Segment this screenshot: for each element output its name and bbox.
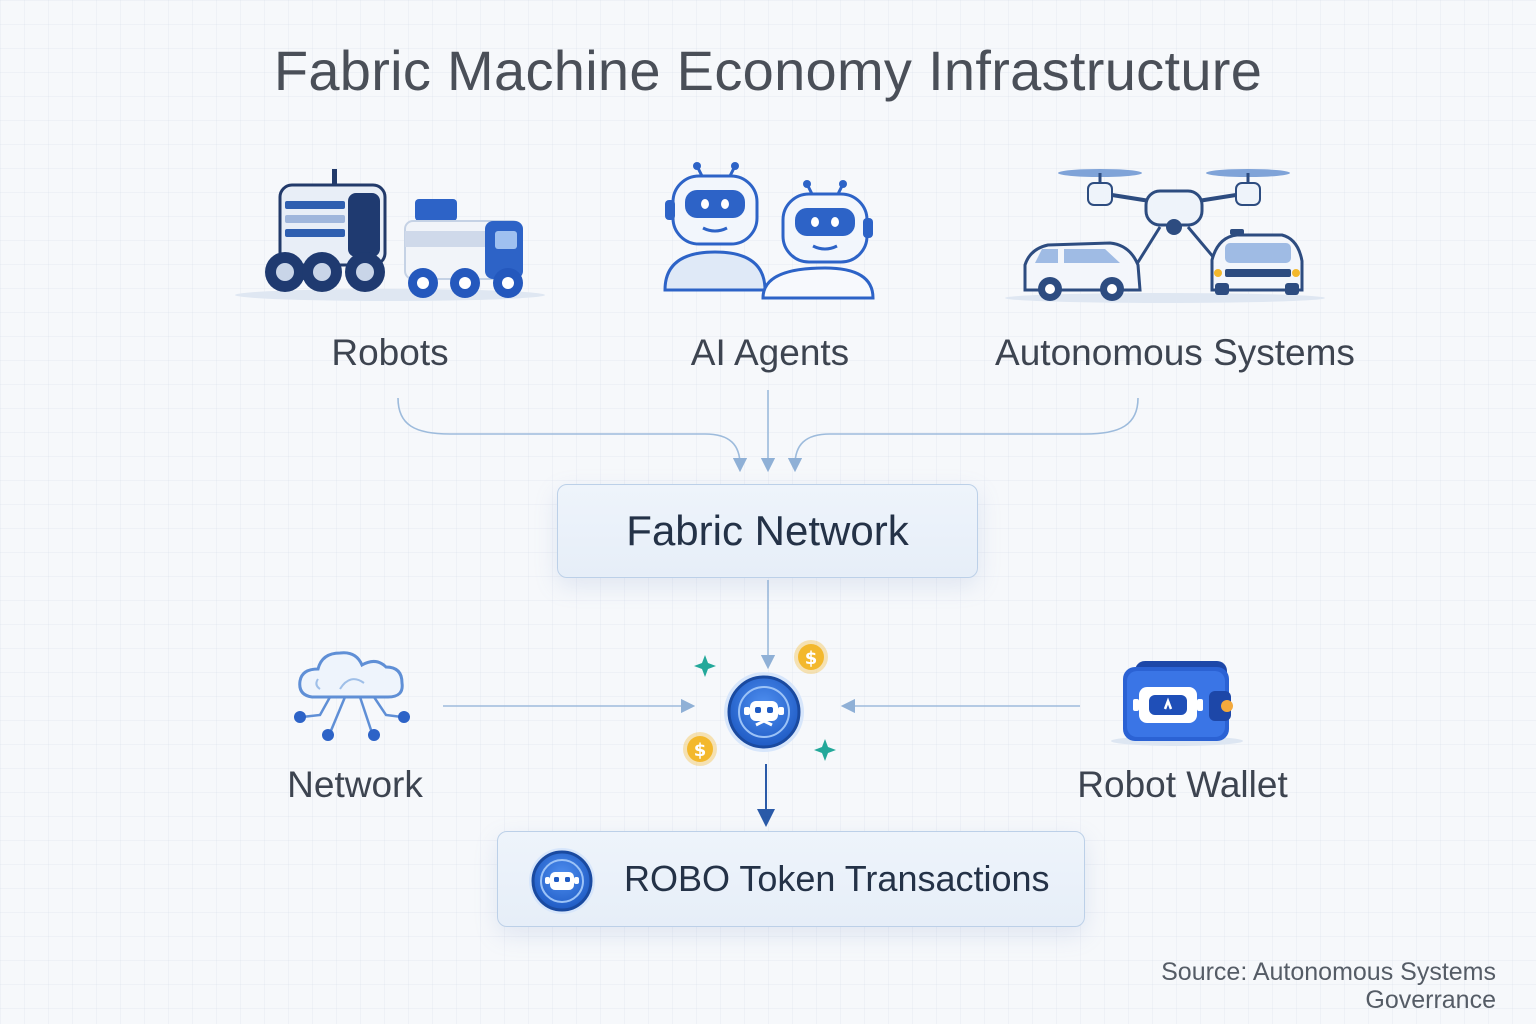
svg-text:$: $	[805, 648, 818, 669]
robo-transactions-box: ROBO Token Transactions	[497, 831, 1085, 927]
robot-wallet-label: Robot Wallet	[1077, 764, 1288, 805]
robo-token-icon	[528, 847, 596, 915]
drone-and-cars-icon	[1000, 165, 1330, 305]
robo-transactions-label: ROBO Token Transactions	[624, 858, 1050, 899]
category-label-autonomous: Autonomous Systems	[995, 332, 1355, 373]
source-note: Source: Autonomous Systems Goverrance	[1076, 958, 1496, 1014]
category-label-robots: Robots	[331, 332, 449, 373]
sparkle-icon	[694, 655, 716, 677]
ai-agents-icon	[655, 160, 880, 305]
coin-icon: $	[683, 732, 717, 766]
wallet-icon	[1105, 655, 1250, 750]
fabric-network-box: Fabric Network	[557, 484, 978, 578]
center-hub: $ $	[680, 635, 850, 775]
source-line-2: Goverrance	[1365, 986, 1496, 1014]
page-title: Fabric Machine Economy Infrastructure	[273, 39, 1263, 102]
network-label: Network	[287, 764, 423, 805]
source-line-1: Source: Autonomous Systems	[1161, 958, 1496, 986]
coin-icon: $	[794, 640, 828, 674]
category-label-ai-agents: AI Agents	[690, 332, 850, 373]
cloud-network-icon	[290, 645, 415, 745]
fabric-network-label: Fabric Network	[626, 507, 909, 554]
robots-icon	[230, 165, 560, 305]
svg-text:$: $	[694, 740, 707, 761]
sparkle-icon	[814, 739, 836, 761]
